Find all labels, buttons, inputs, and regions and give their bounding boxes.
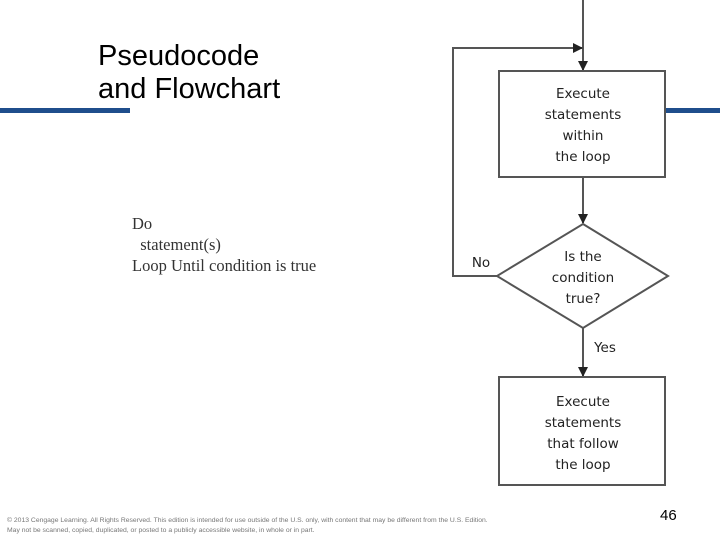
decision-text: true?	[566, 291, 601, 307]
box2-text: that follow	[547, 436, 619, 452]
after-loop-box	[498, 376, 666, 486]
title-underline-right	[660, 108, 720, 113]
slide-title: Pseudocode and Flowchart	[98, 40, 280, 106]
box1-text: within	[563, 128, 604, 144]
box2-text: Execute	[556, 394, 610, 410]
code-line: Do	[132, 214, 153, 233]
title-underline-left	[0, 108, 130, 113]
loop-back-arrow	[452, 43, 583, 277]
box2-text: statements	[545, 415, 622, 431]
title-line-2: and Flowchart	[98, 73, 281, 105]
box1-text: Execute	[556, 86, 610, 102]
yes-label: Yes	[593, 340, 616, 356]
copyright-footer: © 2013 Cengage Learning. All Rights Rese…	[7, 516, 488, 536]
decision-text: condition	[552, 270, 614, 286]
box2-text: the loop	[555, 457, 610, 473]
execute-box	[498, 70, 666, 178]
code-line: statement(s)	[132, 235, 221, 254]
box1-text: the loop	[555, 149, 610, 165]
pseudocode: Do statement(s) Loop Until condition is …	[132, 213, 316, 276]
title-line-1: Pseudocode	[98, 40, 260, 72]
footer-line: © 2013 Cengage Learning. All Rights Rese…	[7, 517, 488, 524]
code-line: Loop Until condition is true	[132, 256, 317, 275]
footer-line: May not be scanned, copied, duplicated, …	[7, 527, 315, 534]
box1-text: statements	[545, 107, 622, 123]
decision-text: Is the	[564, 249, 601, 265]
no-label: No	[472, 255, 490, 271]
page-number: 46	[660, 507, 677, 524]
